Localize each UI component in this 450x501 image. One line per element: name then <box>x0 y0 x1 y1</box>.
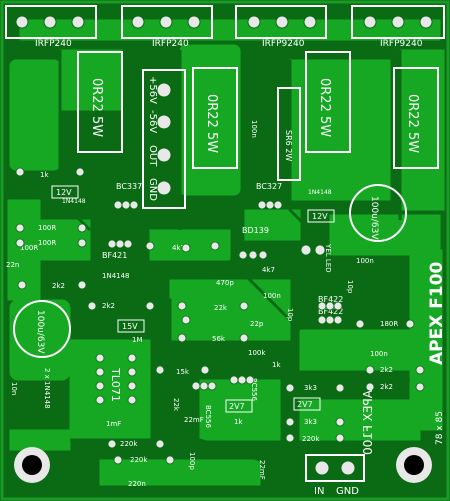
power-terminal: +56V -56V OUT GND <box>142 69 186 209</box>
cap-1mf: 1mF <box>106 420 121 428</box>
res-2k2-a: 2k2 <box>52 282 65 290</box>
diode-labels: 1N4148 1N4148 1N4148 2 x 1N4148 <box>43 189 332 409</box>
res-2k2-c: 2k2 <box>380 366 393 374</box>
mounting-holes <box>14 447 432 483</box>
resistor-5w-label-4: 0R22 5W <box>405 94 420 153</box>
resistor-5w-label-1: 0R22 5W <box>89 78 104 137</box>
terminal-label-gnd: GND <box>147 178 158 201</box>
board-title: APEX F100 <box>427 261 447 365</box>
res-3k3-a: 3k3 <box>304 384 317 392</box>
diode-1n4148-1: 1N4148 <box>62 198 86 205</box>
semi-bc556-1: BC556 <box>250 378 258 401</box>
electrolytic-caps: 100u/63V 100u/63V <box>13 184 407 358</box>
fuse-label: SR6 2W <box>284 130 293 161</box>
semi-bf421: BF421 <box>102 251 127 260</box>
fuse: SR6 2W <box>277 87 301 181</box>
res-100k: 100k <box>248 349 266 357</box>
res-22k-a: 22k <box>214 304 228 312</box>
semiconductor-labels: BC337 BC327 BF421 BF422 BF422 BD139 BC55… <box>102 182 343 428</box>
resistor-5w-label-3: 0R22 5W <box>317 78 332 137</box>
resistor-5w-label-2: 0R22 5W <box>204 94 219 153</box>
zener-15v: 15V <box>122 322 138 331</box>
cap-elec-label-1: 100u/63V <box>369 196 379 240</box>
terminal-label-minus56v: -56V <box>147 110 158 133</box>
power-resistors: 0R22 5W 0R22 5W 0R22 5W 0R22 5W <box>77 51 439 169</box>
res-100r-a: 100R <box>38 224 56 232</box>
component-pads <box>15 167 425 465</box>
copper-layer <box>7 19 445 486</box>
board-title-group: APEX F100 APEX F100 78 x 85 <box>361 261 447 454</box>
res-22k-b: 22k <box>172 398 180 412</box>
transistor-label-q3: IRFP9240 <box>262 39 305 49</box>
cap-22n: 22n <box>6 261 19 269</box>
res-3k3-b: 3k3 <box>304 418 317 426</box>
zener-12v-2: 12V <box>312 212 328 221</box>
semi-bf422-1: BF422 <box>318 295 343 304</box>
top-transistor-outlines <box>5 5 445 39</box>
zener-2v7-1: 2V7 <box>229 402 245 411</box>
res-1k-c: 1k <box>234 418 243 426</box>
resistor-labels: 1k 100R 100R 4k7 4k7 2k2 2k2 22k 56k 100… <box>20 171 398 464</box>
diode-1n4148-2: 1N4148 <box>308 189 332 196</box>
zener-labels: 12V 12V 15V 2V7 2V7 <box>51 185 335 413</box>
diode-1n4148-3: 1N4148 <box>102 272 130 280</box>
semi-bc327: BC327 <box>256 182 282 191</box>
cap-220n: 220n <box>128 480 146 488</box>
res-2k2-b: 2k2 <box>102 302 115 310</box>
res-100r-b: 100R <box>38 239 56 247</box>
zener-2v7-2: 2V7 <box>297 400 313 409</box>
res-180r: 180R <box>380 320 398 328</box>
cap-10n: 10n <box>10 382 18 395</box>
res-1m: 1M <box>132 336 143 344</box>
cap-100n-a: 100n <box>356 257 374 265</box>
cap-10p-a: 10p <box>286 308 294 322</box>
res-220k-a: 220k <box>120 440 138 448</box>
semi-bc337: BC337 <box>116 182 142 191</box>
semi-bd139: BD139 <box>242 226 269 235</box>
transistor-label-q2: IRFP240 <box>152 39 189 49</box>
cap-100n-d: 100n <box>250 120 258 138</box>
res-15k: 15k <box>176 368 190 376</box>
input-connector: IN GND <box>305 454 365 497</box>
cap-100n-c: 100n <box>370 350 388 358</box>
zener-12v-1: 12V <box>56 188 72 197</box>
res-4k7-b: 4k7 <box>262 266 275 274</box>
semi-tl071: TL071 <box>109 367 122 402</box>
semi-bf422-2: BF422 <box>318 307 343 316</box>
res-1k-a: 1k <box>40 171 49 179</box>
res-1k-b: 1k <box>272 361 281 369</box>
res-220k-c: 220k <box>302 435 320 443</box>
cap-22mf-a: 22mF <box>184 416 204 424</box>
cap-470p: 470p <box>216 279 234 287</box>
connector-in-label: IN <box>314 486 324 497</box>
semi-yel-led: YEL LED <box>324 243 332 273</box>
res-4k7-a: 4k7 <box>172 244 185 252</box>
cap-22p: 22p <box>250 320 264 328</box>
res-220k-b: 220k <box>130 456 148 464</box>
res-2k2-d: 2k2 <box>380 383 393 391</box>
semi-bc556-2: BC556 <box>204 405 212 428</box>
transistor-label-q4: IRFP9240 <box>380 39 423 49</box>
diode-2x1n4148: 2 x 1N4148 <box>43 368 51 409</box>
board-title-mirror: APEX F100 <box>361 390 375 455</box>
top-transistor-pads <box>15 15 433 29</box>
capacitor-labels: 22n 100n 100n 100n 100n 470p 22p 10p 10p… <box>6 120 388 488</box>
transistor-label-q1: IRFP240 <box>35 39 72 49</box>
cap-100p: 100p <box>188 452 196 470</box>
terminal-label-plus56v: +56V <box>147 76 158 104</box>
board-size: 78 x 85 <box>435 411 445 445</box>
res-56k: 56k <box>212 335 226 343</box>
cap-22mf-b: 22mF <box>258 460 266 480</box>
cap-10p-b: 10p <box>346 280 354 294</box>
top-transistor-labels: IRFP240 IRFP240 IRFP9240 IRFP9240 <box>35 39 423 49</box>
cap-100n-b: 100n <box>263 292 281 300</box>
cap-elec-label-2: 100u/63V <box>35 310 45 354</box>
connector-gnd-label: GND <box>336 486 359 497</box>
terminal-label-out: OUT <box>147 145 158 167</box>
res-100r-c: 100R <box>20 244 38 252</box>
